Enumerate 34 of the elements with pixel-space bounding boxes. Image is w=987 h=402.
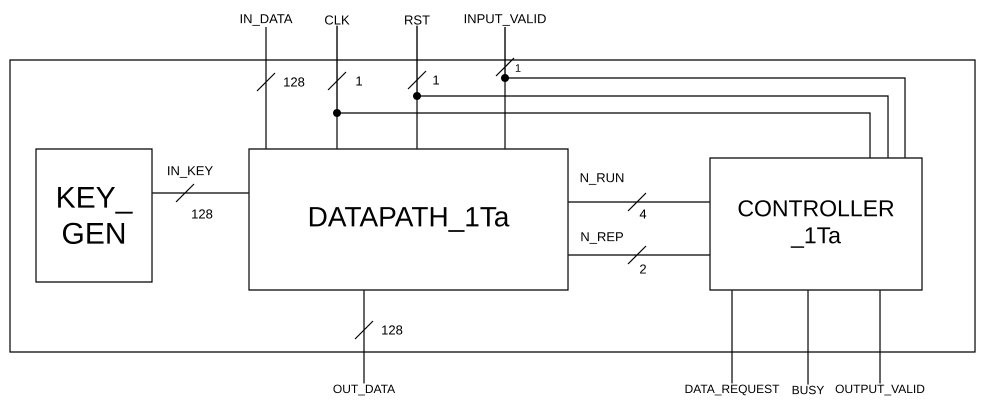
- signal-line: [568, 254, 710, 256]
- signal-label: RST: [405, 15, 430, 25]
- signal-line: [879, 290, 881, 384]
- signal-line: [807, 290, 809, 385]
- bus-width-label: 1: [516, 64, 521, 72]
- bus-width-label: 128: [284, 77, 304, 87]
- signal-line: [731, 290, 733, 384]
- bus-width-label: 4: [640, 210, 646, 218]
- signal-label: BUSY: [792, 386, 824, 394]
- signal-line: [568, 201, 710, 203]
- signal-label: CLK: [325, 15, 350, 25]
- edge-label: N_RUN: [578, 172, 626, 186]
- bus-width-label: 2: [640, 264, 646, 274]
- signal-label: OUTPUT_VALID: [836, 384, 924, 396]
- module-box: KEY_ GEN: [35, 148, 153, 283]
- signal-line: [416, 26, 889, 158]
- module-box: DATAPATH_1Ta: [248, 148, 569, 291]
- signal-line: [152, 192, 248, 194]
- signal-label: DATA_REQUEST: [686, 384, 780, 396]
- signal-label: INPUT_VALID: [464, 14, 546, 26]
- signal-line: [265, 26, 267, 148]
- module-box: CONTROLLER _1Ta: [709, 157, 923, 291]
- signal-line: [504, 26, 906, 158]
- signal-line: [363, 290, 365, 384]
- bus-width-label: 128: [382, 325, 402, 335]
- bus-width-label: 128: [192, 209, 212, 219]
- signal-line: [336, 26, 871, 158]
- edge-label: N_REP: [579, 231, 625, 245]
- bus-width-label: 1: [356, 76, 362, 86]
- signal-label: OUT_DATA: [333, 384, 396, 396]
- edge-label: IN_KEY: [166, 165, 214, 179]
- enclosure-box: [9, 59, 976, 353]
- bus-width-label: 1: [433, 76, 439, 84]
- signal-label: IN_DATA: [240, 14, 292, 26]
